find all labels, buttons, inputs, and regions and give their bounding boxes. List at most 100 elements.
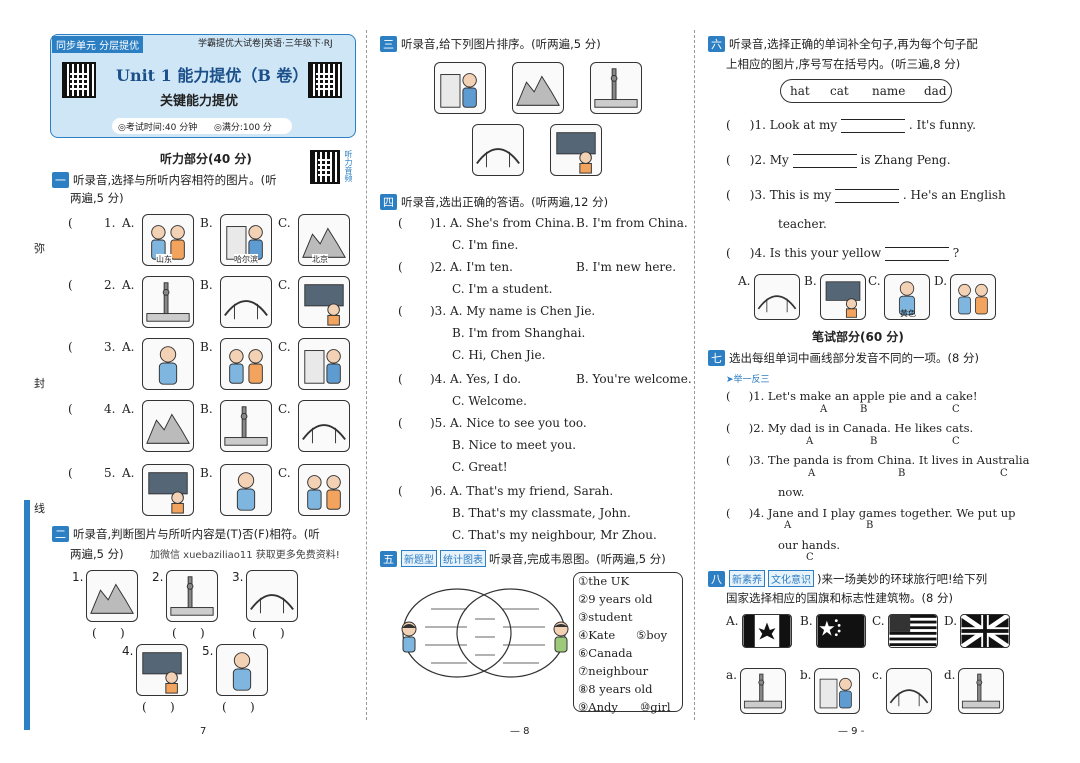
s4-option-c: C. I'm fine. <box>452 238 519 252</box>
exam-info-bar <box>112 118 292 134</box>
word-choice-option: cat <box>830 84 849 98</box>
s1-item-number: 2. <box>104 278 116 292</box>
word-bank-item: ⑥Canada <box>578 646 633 660</box>
section-3-number: 三 <box>380 36 397 52</box>
word-choice-option: name <box>872 84 906 98</box>
s1-item-number: 4. <box>104 402 116 416</box>
section-7-title-text: 选出每组单词中画线部分发音不同的一项。(8 分) <box>729 351 979 365</box>
unit-subtitle: 关键能力提优 <box>160 94 239 109</box>
s8-landmark-picture <box>958 668 1004 714</box>
s2-answer-paren-close: ) <box>250 700 255 714</box>
answer-blank-1[interactable] <box>841 118 905 133</box>
s6-question-3: ( )3. This is my . He's an English <box>726 188 1006 203</box>
s1-option-picture <box>220 400 272 452</box>
word-bank-item: ④Kate <box>578 628 616 642</box>
exam-time: ◎考试时间:40 分钟 <box>118 123 198 133</box>
s6-option-picture <box>754 274 800 320</box>
s8-building-label: b. <box>800 668 812 682</box>
section-8-title: 八新素养文化意识)来一场美妙的环球旅行吧!给下列 <box>708 570 987 587</box>
s7-phonetic-letter: B <box>870 436 878 447</box>
s6-option-picture <box>950 274 996 320</box>
s7-question-1: ( )1. Let's make an apple pie and a cake… <box>726 389 978 403</box>
s8-landmark-picture <box>886 668 932 714</box>
s1-item-number: 5. <box>104 466 116 480</box>
section-5-number: 五 <box>380 551 397 567</box>
section-4-title: 四听录音,选出正确的答语。(听两遍,12 分) <box>380 194 608 210</box>
s3-order-picture <box>590 62 642 114</box>
s4-paren: ( <box>398 416 403 430</box>
s1-option-label: B. <box>200 402 213 416</box>
s2-picture <box>136 644 188 696</box>
s1-option-label: C. <box>278 402 291 416</box>
seal-char-1: 弥 <box>34 242 45 255</box>
section-1-title: 一听录音,选择与所听内容相符的图片。(听 <box>52 172 277 188</box>
section-3-title-text: 听录音,给下列图片排序。(听两遍,5 分) <box>401 37 601 51</box>
s2-answer-paren-close: ) <box>280 626 285 640</box>
s8-landmark-picture <box>740 668 786 714</box>
s7-phonetic-letter: C <box>806 552 814 563</box>
s1-paren: ( <box>68 402 73 416</box>
answer-blank-2[interactable] <box>792 153 857 168</box>
venn-diagram <box>402 588 566 678</box>
s7-phonetic-letter: A <box>820 404 828 415</box>
section-2-title-b: 两遍,5 分) <box>70 547 124 561</box>
s7-question-3: ( )3. The panda is from China. It lives … <box>726 453 1030 467</box>
s4-option-b: B. You're welcome. <box>576 372 692 386</box>
s7-phonetic-letter: A <box>806 436 814 447</box>
s7-phonetic-letter: C <box>952 436 960 447</box>
s6-hat-caption: 黄色 <box>900 309 916 318</box>
answer-blank-3[interactable] <box>835 188 900 203</box>
s4-option-c: C. I'm a student. <box>452 282 553 296</box>
s1-option-label: B. <box>200 340 213 354</box>
s1-option-label: A. <box>122 402 135 416</box>
s8-flag-china <box>816 614 866 648</box>
s8-flag-canada <box>742 614 792 648</box>
s4-option-b: B. I'm new here. <box>576 260 677 274</box>
section-7-title: 七选出每组单词中画线部分发音不同的一项。(8 分) <box>708 350 979 366</box>
s3-order-picture <box>512 62 564 114</box>
section-6-number: 六 <box>708 36 725 52</box>
section-8-number: 八 <box>708 571 725 587</box>
s7-question-3-cont: now. <box>778 485 805 499</box>
section-4-title-text: 听录音,选出正确的答语。(听两遍,12 分) <box>401 195 609 209</box>
s2-answer-paren: ( <box>92 626 97 640</box>
section-7-number: 七 <box>708 350 725 366</box>
qr-code-right[interactable] <box>308 62 342 98</box>
word-choice-option: dad <box>924 84 947 98</box>
s6-question-1: ( )1. Look at my . It's funny. <box>726 118 976 133</box>
girl-figure-icon <box>401 621 417 653</box>
s1-option-picture <box>142 276 194 328</box>
s8-flag-label: D. <box>944 614 958 628</box>
s4-option-c: C. Great! <box>452 460 508 474</box>
section-6-title: 六听录音,选择正确的单词补全句子,再为每个句子配 <box>708 36 978 52</box>
s8-building-label: c. <box>872 668 883 682</box>
s2-answer-paren: ( <box>252 626 257 640</box>
s4-option-b: B. That's my classmate, John. <box>452 506 631 520</box>
s4-question-option-a: )6. A. That's my friend, Sarah. <box>430 484 614 498</box>
qr-code-listening[interactable] <box>310 150 340 184</box>
boy-figure-icon <box>553 621 569 653</box>
s1-option-picture <box>298 276 350 328</box>
s1-option-picture <box>220 464 272 516</box>
s1-picture-caption: 哈尔滨 <box>234 254 258 265</box>
word-choice-option: hat <box>790 84 810 98</box>
s6-option-picture <box>884 274 930 320</box>
seal-char-3: 线 <box>34 502 45 515</box>
s1-option-picture <box>298 464 350 516</box>
literacy-tag: 新素养 <box>729 570 765 587</box>
section-8-title-b: 国家选择相应的国旗和标志性建筑物。(8 分) <box>726 591 953 605</box>
s1-paren: ( <box>68 340 73 354</box>
s7-phonetic-letter: B <box>898 468 906 479</box>
word-bank-item: ⑧8 years old <box>578 682 653 696</box>
qr-code-left[interactable] <box>62 62 96 98</box>
s1-option-label: A. <box>122 216 135 230</box>
writing-heading: 笔试部分(60 分) <box>812 330 904 344</box>
section-2-title-a: 听录音,判断图片与所听内容是(T)否(F)相符。(听 <box>73 527 320 541</box>
s2-answer-paren: ( <box>222 700 227 714</box>
s1-paren: ( <box>68 216 73 230</box>
page-divider-2 <box>694 30 695 720</box>
s6-option-picture <box>820 274 866 320</box>
section-6-title-b: 上相应的图片,序号写在括号内。(听三遍,8 分) <box>726 57 961 71</box>
answer-blank-4[interactable] <box>884 246 949 261</box>
s1-option-label: A. <box>122 466 135 480</box>
